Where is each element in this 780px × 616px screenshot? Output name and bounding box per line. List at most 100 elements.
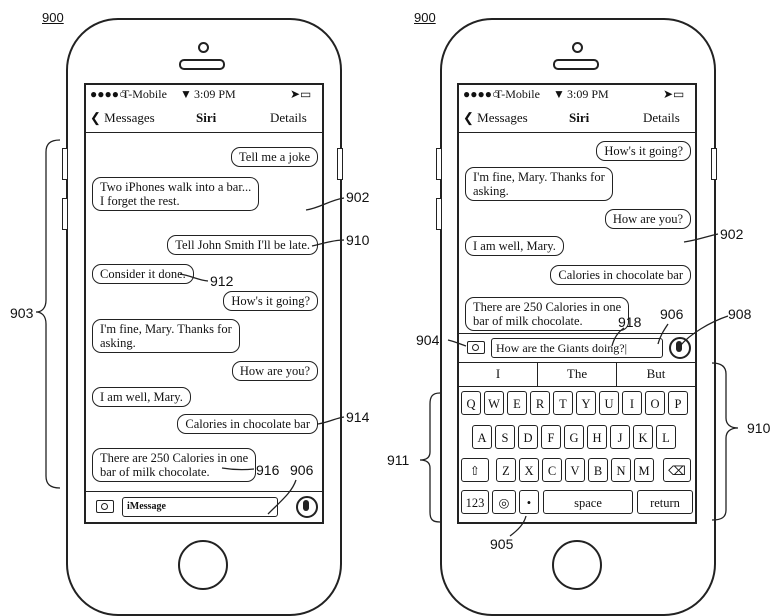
key-m[interactable]: M bbox=[634, 458, 654, 482]
ref-905: 905 bbox=[490, 536, 514, 552]
siri-message-bubble: Two iPhones walk into a bar... I forget … bbox=[92, 177, 260, 211]
status-time: 3:09 PM bbox=[567, 87, 609, 101]
volume-down-button bbox=[62, 198, 68, 230]
front-camera-icon bbox=[572, 42, 583, 53]
key-i[interactable]: I bbox=[622, 391, 642, 415]
key-k[interactable]: K bbox=[633, 425, 653, 449]
status-bar: ●●●●○ T-Mobile ▼ 3:09 PM ➤▭ bbox=[459, 85, 695, 105]
text-cursor: | bbox=[624, 341, 628, 355]
user-message-bubble: How are you? bbox=[604, 209, 691, 229]
suggestion-2[interactable]: The bbox=[538, 362, 617, 386]
key-x[interactable]: X bbox=[519, 458, 539, 482]
key-c[interactable]: C bbox=[542, 458, 562, 482]
battery-icon: ➤▭ bbox=[290, 87, 312, 101]
input-bar: iMessage bbox=[86, 491, 322, 522]
camera-icon[interactable] bbox=[467, 341, 485, 354]
key-l[interactable]: L bbox=[656, 425, 676, 449]
details-button[interactable]: Details bbox=[270, 110, 307, 125]
key-u[interactable]: U bbox=[599, 391, 619, 415]
key-o[interactable]: O bbox=[645, 391, 665, 415]
volume-down-button bbox=[436, 198, 442, 230]
microphone-icon[interactable] bbox=[669, 337, 691, 359]
key-b[interactable]: B bbox=[588, 458, 608, 482]
user-message-bubble: Calories in chocolate bar bbox=[177, 414, 318, 434]
message-input[interactable]: iMessage bbox=[122, 497, 278, 517]
key-r[interactable]: R bbox=[530, 391, 550, 415]
ref-906-right: 906 bbox=[660, 306, 684, 322]
input-bar: How are the Giants doing?| bbox=[459, 333, 695, 363]
back-button[interactable]: ❮ Messages bbox=[463, 110, 528, 125]
status-bar: ●●●●○ T-Mobile ▼ 3:09 PM ➤▭ bbox=[86, 85, 322, 105]
key-y[interactable]: Y bbox=[576, 391, 596, 415]
nav-bar: ❮ Messages Siri Details bbox=[86, 106, 322, 133]
front-camera-icon bbox=[198, 42, 209, 53]
ref-904: 904 bbox=[416, 332, 440, 348]
key-d[interactable]: D bbox=[518, 425, 538, 449]
power-button bbox=[337, 148, 343, 180]
siri-message-bubble: There are 250 Calories in one bar of mil… bbox=[92, 448, 257, 482]
user-message-bubble: How's it going? bbox=[596, 141, 691, 161]
space-key[interactable]: space bbox=[543, 490, 633, 514]
status-time: 3:09 PM bbox=[194, 87, 236, 101]
home-button[interactable] bbox=[178, 540, 228, 590]
back-label: Messages bbox=[104, 110, 155, 125]
delete-key[interactable]: ⌫ bbox=[663, 458, 691, 482]
details-button[interactable]: Details bbox=[643, 110, 680, 125]
camera-icon[interactable] bbox=[96, 500, 114, 513]
ref-902-right: 902 bbox=[720, 226, 744, 242]
speaker-grille bbox=[553, 59, 599, 70]
key-j[interactable]: J bbox=[610, 425, 630, 449]
carrier: T-Mobile bbox=[122, 87, 167, 101]
dictation-mic-key[interactable]: • bbox=[519, 490, 539, 514]
key-p[interactable]: P bbox=[668, 391, 688, 415]
signal-dots-icon: ●●●●○ bbox=[90, 87, 127, 101]
key-a[interactable]: A bbox=[472, 425, 492, 449]
numbers-key[interactable]: 123 bbox=[461, 490, 489, 514]
ref-902-left: 902 bbox=[346, 189, 370, 205]
user-message-bubble: Tell John Smith I'll be late. bbox=[167, 235, 318, 255]
figure-label-left: 900 bbox=[42, 10, 64, 25]
back-button[interactable]: ❮ Messages bbox=[90, 110, 155, 125]
suggestion-3[interactable]: But bbox=[646, 366, 666, 381]
siri-message-bubble: I am well, Mary. bbox=[465, 236, 564, 256]
wifi-icon: ▼ bbox=[553, 87, 565, 101]
key-s[interactable]: S bbox=[495, 425, 515, 449]
key-g[interactable]: G bbox=[564, 425, 584, 449]
speaker-grille bbox=[179, 59, 225, 70]
battery-icon: ➤▭ bbox=[663, 87, 685, 101]
key-h[interactable]: H bbox=[587, 425, 607, 449]
ref-910-right: 910 bbox=[747, 420, 771, 436]
wifi-icon: ▼ bbox=[180, 87, 192, 101]
message-input[interactable]: How are the Giants doing?| bbox=[491, 338, 663, 358]
user-message-bubble: How are you? bbox=[231, 361, 318, 381]
home-button[interactable] bbox=[552, 540, 602, 590]
key-w[interactable]: W bbox=[484, 391, 504, 415]
signal-dots-icon: ●●●●○ bbox=[463, 87, 500, 101]
key-q[interactable]: Q bbox=[461, 391, 481, 415]
back-label: Messages bbox=[477, 110, 528, 125]
ref-908: 908 bbox=[728, 306, 752, 322]
ref-906-left: 906 bbox=[290, 462, 314, 478]
key-n[interactable]: N bbox=[611, 458, 631, 482]
nav-bar: ❮ Messages Siri Details bbox=[459, 106, 695, 133]
ref-911: 911 bbox=[387, 452, 410, 468]
key-f[interactable]: F bbox=[541, 425, 561, 449]
conversation-title: Siri bbox=[196, 110, 217, 125]
siri-message-bubble: I'm fine, Mary. Thanks for asking. bbox=[465, 167, 613, 201]
key-z[interactable]: Z bbox=[496, 458, 516, 482]
globe-key[interactable]: ◎ bbox=[492, 490, 516, 514]
ref-918: 918 bbox=[618, 314, 642, 330]
shift-key[interactable]: ⇧ bbox=[461, 458, 489, 482]
return-key[interactable]: return bbox=[637, 490, 693, 514]
ref-912: 912 bbox=[210, 273, 234, 289]
carrier: T-Mobile bbox=[495, 87, 540, 101]
suggestion-1[interactable]: I bbox=[459, 362, 538, 386]
key-e[interactable]: E bbox=[507, 391, 527, 415]
user-message-bubble: Calories in chocolate bar bbox=[550, 265, 691, 285]
ref-903: 903 bbox=[10, 305, 34, 321]
screen-left: ●●●●○ T-Mobile ▼ 3:09 PM ➤▭ ❮ Messages S… bbox=[84, 83, 324, 524]
ref-914: 914 bbox=[346, 409, 370, 425]
key-v[interactable]: V bbox=[565, 458, 585, 482]
key-t[interactable]: T bbox=[553, 391, 573, 415]
microphone-icon[interactable] bbox=[296, 496, 318, 518]
